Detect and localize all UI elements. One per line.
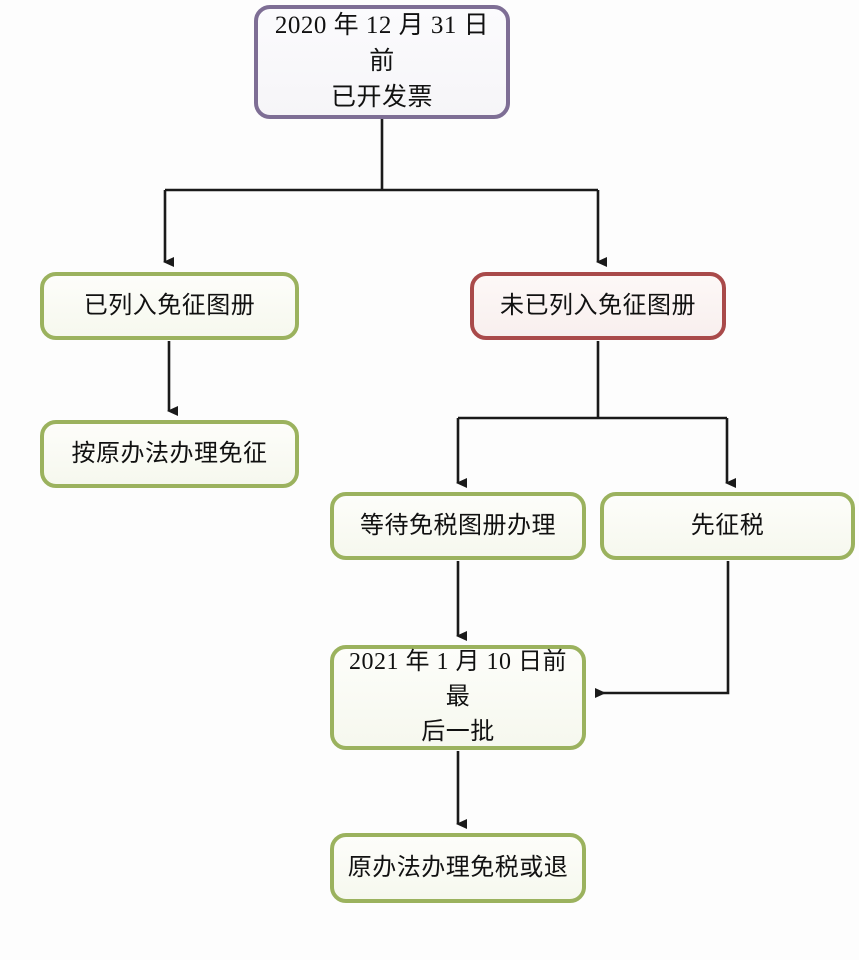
- node-label: 等待免税图册办理: [360, 512, 556, 539]
- node-invoiced-before-2020-12-31[interactable]: 2020 年 12 月 31 日前 已开发票: [254, 5, 510, 119]
- node-exempt-or-refund-by-original-method[interactable]: 原办法办理免税或退: [330, 833, 586, 903]
- node-label: 已列入免征图册: [83, 292, 256, 319]
- node-label: 2021 年 1 月 10 日前最 后一批: [349, 649, 567, 745]
- node-label: 未已列入免征图册: [500, 292, 696, 319]
- node-listed-in-exemption-catalog[interactable]: 已列入免征图册: [40, 272, 299, 340]
- node-exempt-by-original-method[interactable]: 按原办法办理免征: [40, 420, 299, 488]
- node-wait-for-tax-free-catalog[interactable]: 等待免税图册办理: [330, 492, 586, 560]
- node-label: 按原办法办理免征: [71, 440, 268, 467]
- node-pay-tax-first[interactable]: 先征税: [600, 492, 855, 560]
- node-last-batch-before-2021-01-10[interactable]: 2021 年 1 月 10 日前最 后一批: [330, 645, 586, 750]
- node-label: 原办法办理免税或退: [347, 854, 569, 881]
- node-not-listed-in-exemption-catalog[interactable]: 未已列入免征图册: [470, 272, 726, 340]
- node-label: 先征税: [690, 512, 765, 539]
- node-label: 2020 年 12 月 31 日前 已开发票: [274, 11, 490, 112]
- edge-prepay-tax-to-last-batch: [595, 561, 730, 698]
